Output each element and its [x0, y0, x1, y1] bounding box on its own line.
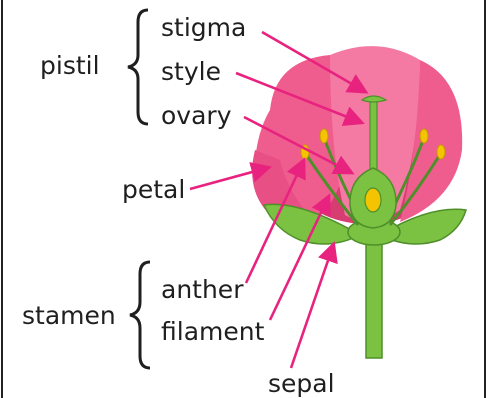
- label-petal: petal: [122, 176, 185, 204]
- label-stigma: stigma: [161, 14, 246, 42]
- label-stamen: stamen: [22, 302, 116, 330]
- stamen-brace: [130, 262, 150, 368]
- label-sepal: sepal: [268, 370, 335, 398]
- stem: [366, 236, 382, 358]
- pistil-brace: [128, 10, 148, 124]
- label-anther: anther: [161, 276, 243, 304]
- label-pistil: pistil: [40, 52, 100, 80]
- anther-3: [420, 129, 428, 143]
- label-ovary: ovary: [161, 102, 231, 130]
- anther-2: [320, 129, 328, 143]
- label-filament: filament: [161, 318, 264, 346]
- ovule: [365, 188, 381, 212]
- label-style: style: [161, 58, 221, 86]
- anther-4: [437, 145, 445, 159]
